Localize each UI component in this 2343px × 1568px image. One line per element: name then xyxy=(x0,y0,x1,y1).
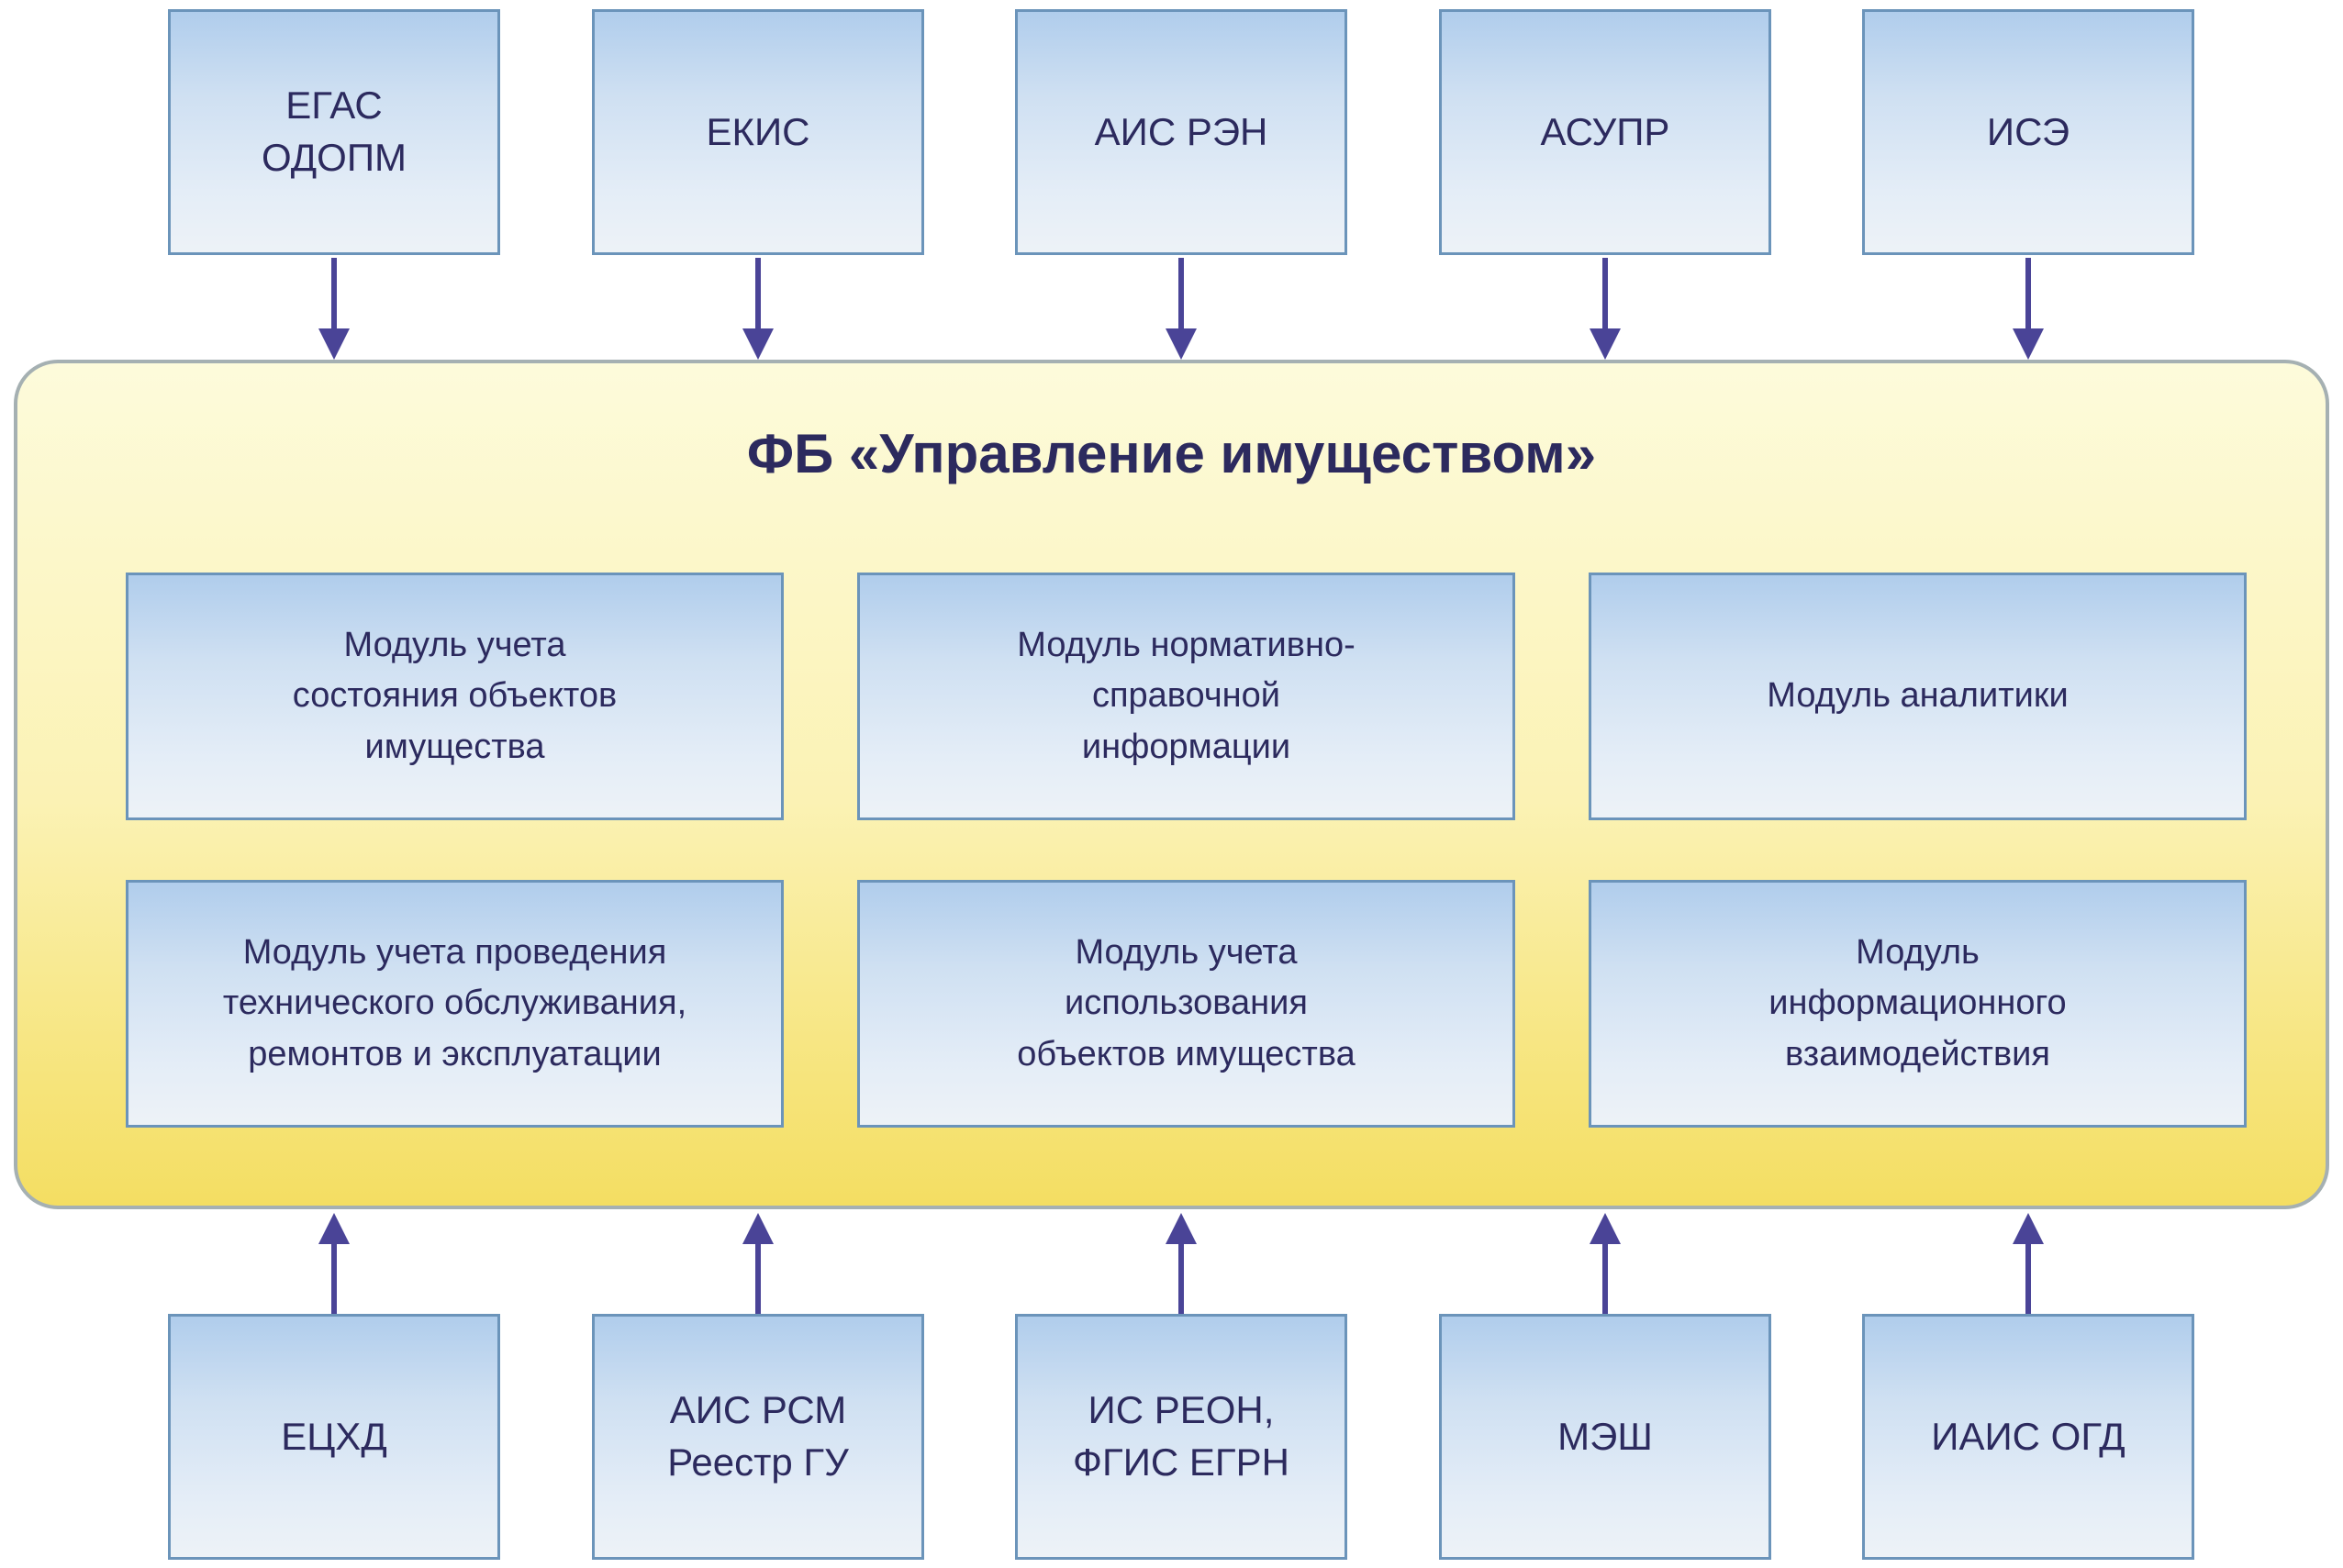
arrow-head xyxy=(2013,1213,2044,1244)
module-label: Модуль нормативно- справочной информации xyxy=(1017,626,1356,766)
module-box-info-exchange: Модуль информационного взаимодействия xyxy=(1589,880,2247,1128)
system-box-mesh: МЭШ xyxy=(1439,1314,1771,1560)
arrow-shaft xyxy=(2025,1244,2031,1314)
module-label: Модуль аналитики xyxy=(1767,676,2069,716)
arrow-down-icon xyxy=(1590,258,1621,360)
arrow-head xyxy=(742,1213,774,1244)
arrow-head xyxy=(318,1213,350,1244)
system-box-asupr: АСУПР xyxy=(1439,9,1771,255)
system-box-iais-ogd: ИАИС ОГД xyxy=(1862,1314,2194,1560)
arrow-shaft xyxy=(1602,1244,1608,1314)
arrow-head xyxy=(1166,328,1197,360)
module-box-reference-info: Модуль нормативно- справочной информации xyxy=(857,573,1515,820)
system-box-ise: ИСЭ xyxy=(1862,9,2194,255)
arrow-head xyxy=(2013,328,2044,360)
system-box-ais-rsm-reestr-gu: АИС РСМ Реестр ГУ xyxy=(592,1314,924,1560)
module-box-maintenance: Модуль учета проведения технического обс… xyxy=(126,880,784,1128)
function-block-title: ФБ «Управление имуществом» xyxy=(746,423,1597,484)
arrow-up-icon xyxy=(742,1213,774,1314)
system-box-echd: ЕЦХД xyxy=(168,1314,500,1560)
system-label: ЕКИС xyxy=(706,109,810,153)
module-label: Модуль информационного взаимодействия xyxy=(1768,933,2067,1073)
arrow-up-icon xyxy=(1590,1213,1621,1314)
module-label: Модуль учета состояния объектов имуществ… xyxy=(292,626,618,766)
arrow-shaft xyxy=(331,258,337,328)
module-box-asset-usage: Модуль учета использования объектов имущ… xyxy=(857,880,1515,1128)
arrow-head xyxy=(318,328,350,360)
arrow-up-icon xyxy=(1166,1213,1197,1314)
function-block-container: ФБ «Управление имуществом» Модуль учета … xyxy=(14,360,2329,1209)
system-label: АИС РЭН xyxy=(1094,109,1268,153)
arrow-head xyxy=(1166,1213,1197,1244)
arrow-down-icon xyxy=(318,258,350,360)
system-box-egas-odopm: ЕГАС ОДОПМ xyxy=(168,9,500,255)
arrow-shaft xyxy=(331,1244,337,1314)
arrow-up-icon xyxy=(318,1213,350,1314)
arrow-shaft xyxy=(1602,258,1608,328)
arrow-shaft xyxy=(2025,258,2031,328)
system-box-is-reon-fgis-egrn: ИС РЕОН, ФГИС ЕГРН xyxy=(1015,1314,1347,1560)
system-label: ИСЭ xyxy=(1986,109,2070,153)
system-label: МЭШ xyxy=(1557,1414,1653,1458)
module-label: Модуль учета проведения технического обс… xyxy=(222,933,687,1073)
system-box-ekis: ЕКИС xyxy=(592,9,924,255)
arrow-down-icon xyxy=(742,258,774,360)
module-label: Модуль учета использования объектов имущ… xyxy=(1017,933,1356,1073)
arrow-down-icon xyxy=(1166,258,1197,360)
arrow-shaft xyxy=(1178,1244,1184,1314)
module-box-asset-state: Модуль учета состояния объектов имуществ… xyxy=(126,573,784,820)
system-box-ais-ren: АИС РЭН xyxy=(1015,9,1347,255)
system-label: АСУПР xyxy=(1540,109,1670,153)
arrow-shaft xyxy=(755,1244,761,1314)
system-label: ЕЦХД xyxy=(281,1414,387,1458)
arrow-shaft xyxy=(755,258,761,328)
arrow-head xyxy=(1590,328,1621,360)
arrow-shaft xyxy=(1178,258,1184,328)
arrow-up-icon xyxy=(2013,1213,2044,1314)
system-label: ЕГАС ОДОПМ xyxy=(261,83,407,179)
arrow-head xyxy=(1590,1213,1621,1244)
module-box-analytics: Модуль аналитики xyxy=(1589,573,2247,820)
arrow-down-icon xyxy=(2013,258,2044,360)
system-label: ИС РЕОН, ФГИС ЕГРН xyxy=(1073,1388,1289,1484)
system-label: ИАИС ОГД xyxy=(1931,1414,2125,1458)
arrow-head xyxy=(742,328,774,360)
system-label: АИС РСМ Реестр ГУ xyxy=(667,1388,849,1484)
